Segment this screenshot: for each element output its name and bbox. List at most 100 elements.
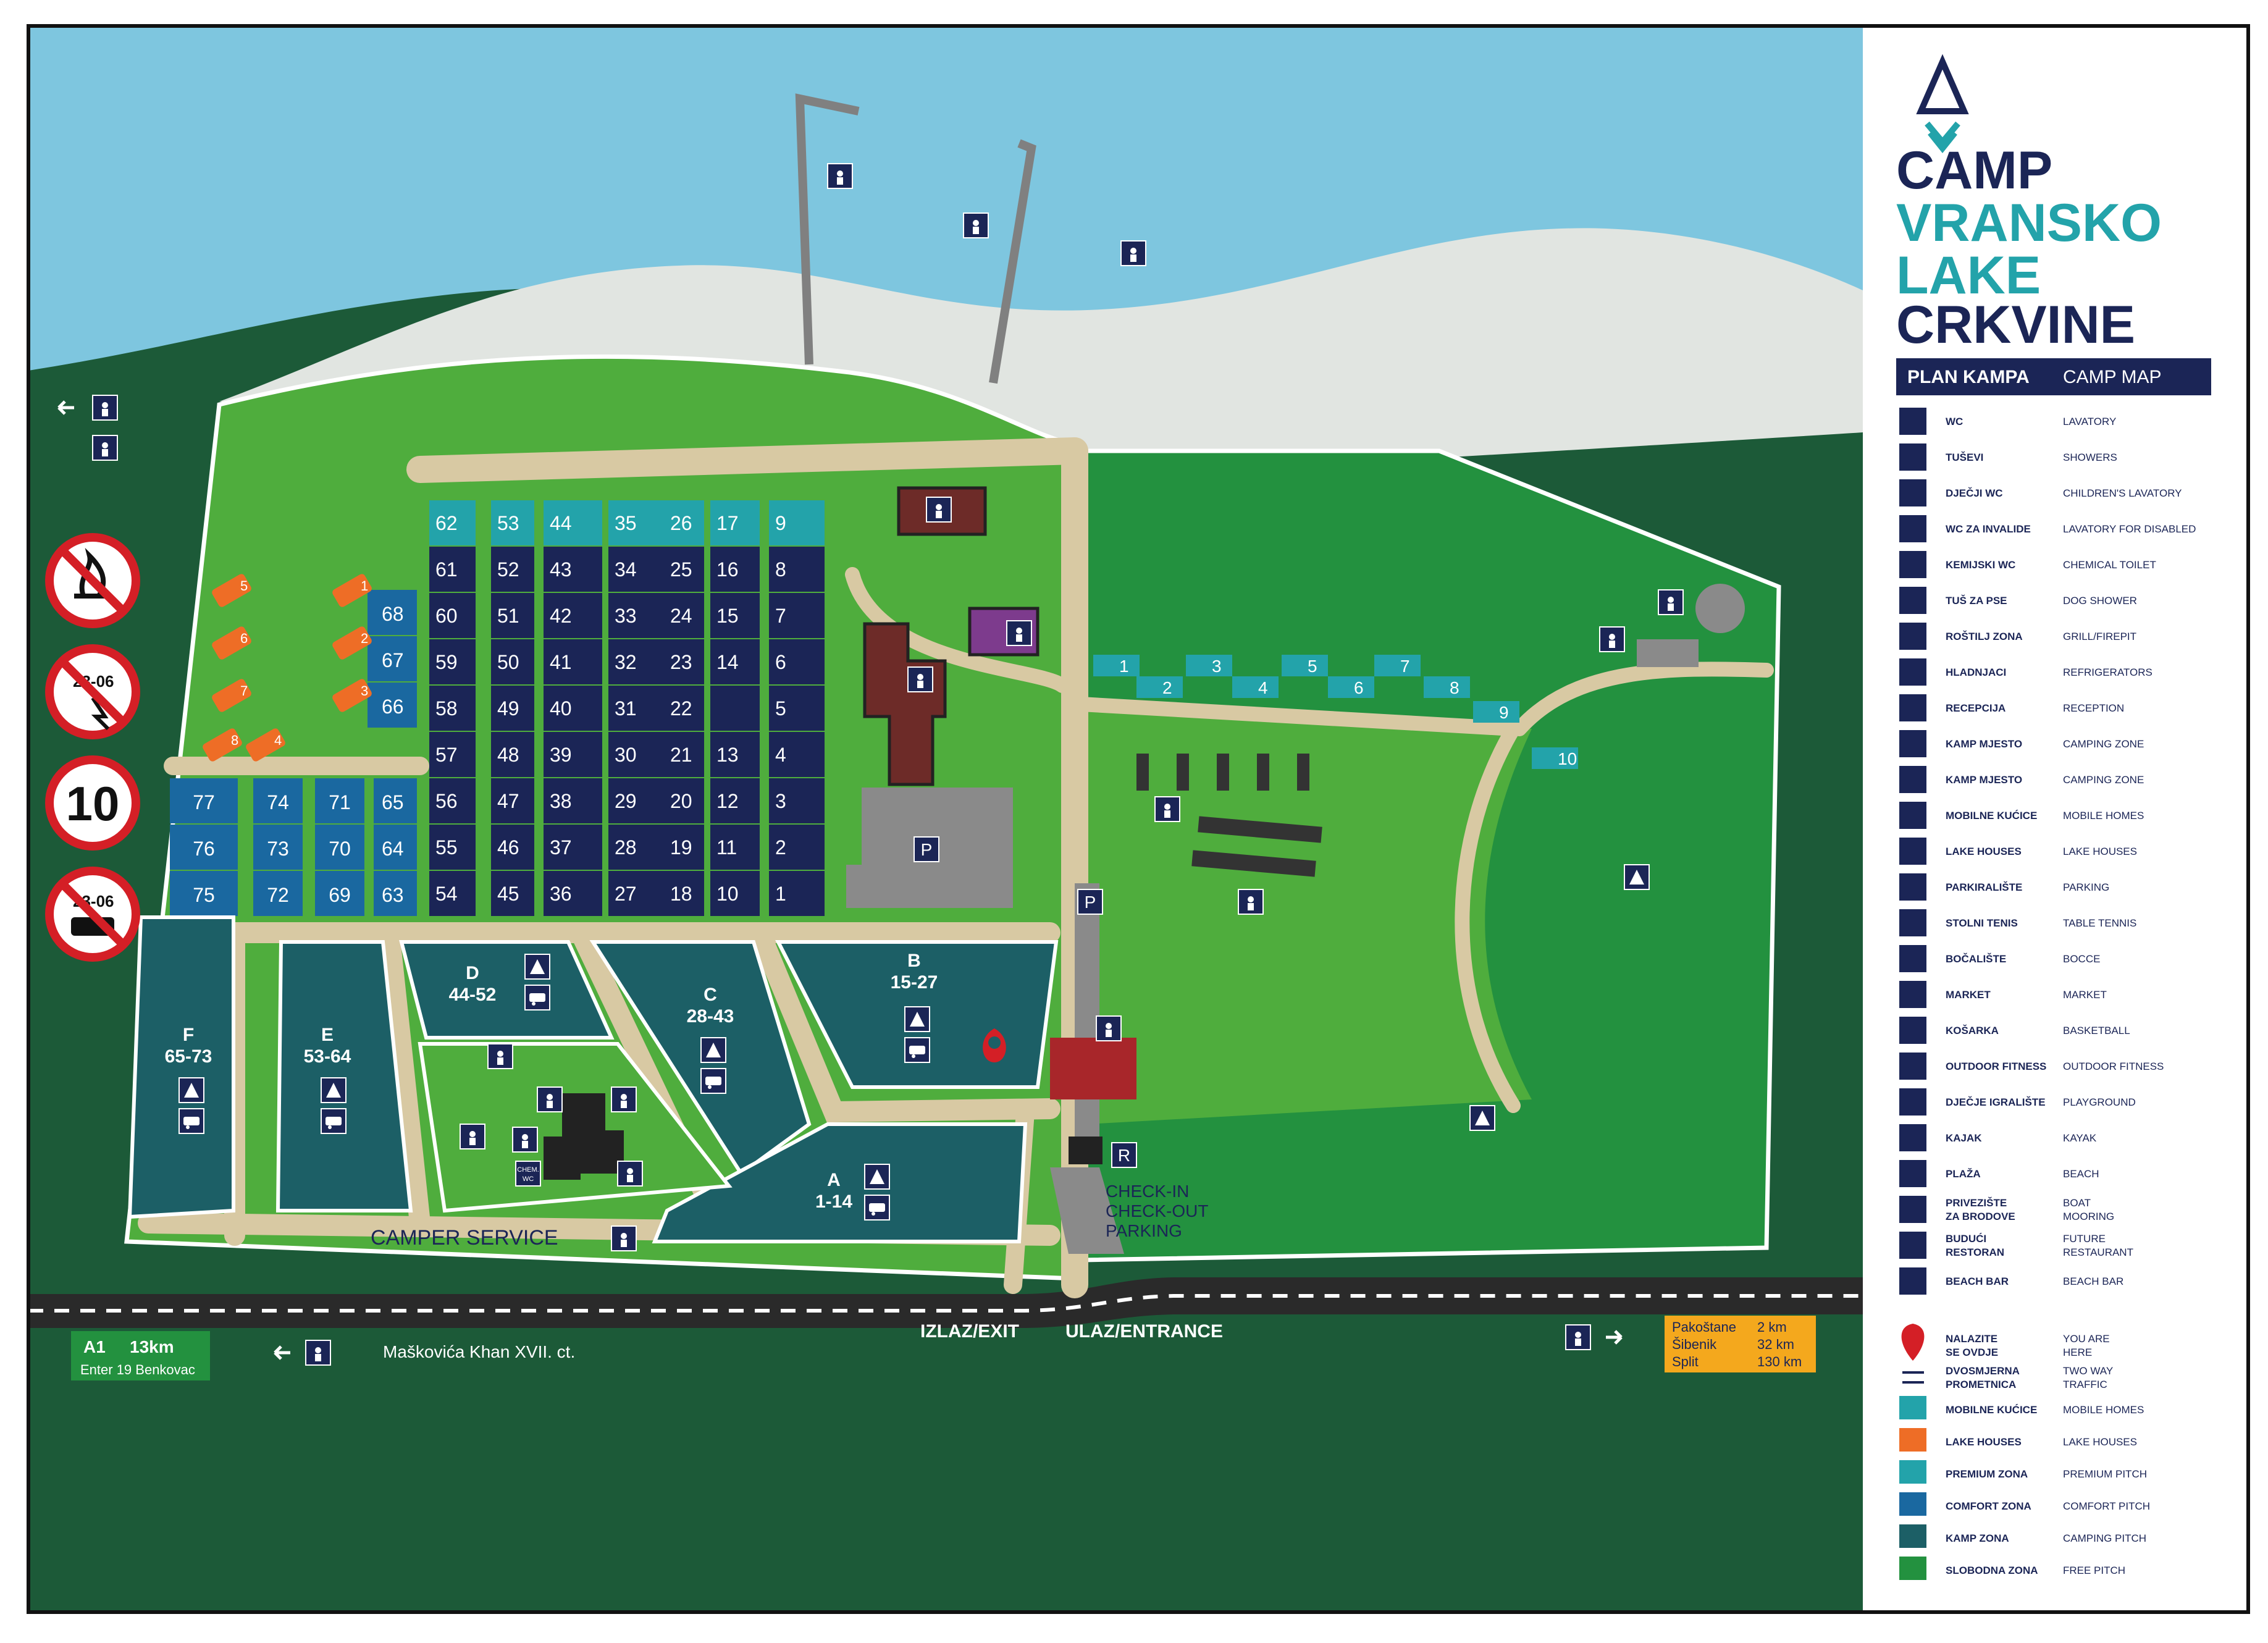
mobile-home[interactable]: 8	[1424, 676, 1470, 698]
pitch[interactable]: 41	[544, 639, 602, 684]
pitch[interactable]: 18	[664, 871, 704, 916]
parking-icon[interactable]: P	[1077, 889, 1103, 915]
pitch[interactable]: 55	[429, 825, 476, 870]
chem-wc-icon[interactable]: CHEM.WC	[515, 1161, 541, 1187]
comfort-pitch[interactable]: 73	[253, 825, 303, 870]
pitch[interactable]: 29	[608, 778, 664, 823]
fitness-icon[interactable]	[1599, 626, 1625, 652]
restaurant-icon[interactable]	[907, 666, 933, 692]
pitch[interactable]: 25	[664, 547, 704, 592]
mobile-home[interactable]: 9	[1473, 701, 1519, 723]
pitch[interactable]: 22	[664, 686, 704, 731]
pitch[interactable]: 50	[491, 639, 534, 684]
comfort-pitch[interactable]: 67	[368, 636, 417, 681]
pitch[interactable]	[710, 686, 760, 731]
pitch[interactable]: 7	[769, 593, 825, 638]
caravan-icon[interactable]	[178, 1108, 204, 1134]
market-icon[interactable]	[1096, 1015, 1122, 1041]
comfort-pitch[interactable]: 68	[368, 590, 417, 635]
tent-icon[interactable]	[904, 1006, 930, 1032]
pitch[interactable]: 30	[608, 732, 664, 777]
beach-icon[interactable]	[1565, 1324, 1591, 1350]
caravan-icon[interactable]	[524, 985, 550, 1011]
caravan-icon[interactable]	[864, 1195, 890, 1221]
pitch[interactable]: 52	[491, 547, 534, 592]
pitch[interactable]: 57	[429, 732, 476, 777]
pitch[interactable]: 54	[429, 871, 476, 916]
pitch[interactable]: 36	[544, 871, 602, 916]
pitch[interactable]: 10	[710, 871, 760, 916]
tent-icon[interactable]	[321, 1077, 346, 1103]
comfort-pitch[interactable]: 71	[315, 778, 364, 823]
pitch[interactable]: 51	[491, 593, 534, 638]
caravan-icon[interactable]	[700, 1068, 726, 1094]
pitch[interactable]: 32	[608, 639, 664, 684]
pitch[interactable]: 5	[769, 686, 825, 731]
children-wc-icon[interactable]	[537, 1086, 563, 1112]
comfort-pitch[interactable]: 65	[374, 778, 417, 823]
pitch[interactable]: 23	[664, 639, 704, 684]
mobile-home[interactable]: 3	[1186, 655, 1232, 676]
pitch[interactable]: 44	[544, 500, 602, 545]
mobile-home[interactable]: 1	[1093, 655, 1140, 676]
tent-icon[interactable]	[524, 954, 550, 980]
comfort-pitch[interactable]: 69	[315, 871, 364, 916]
pitch[interactable]: 26	[664, 500, 704, 545]
grill-icon[interactable]	[460, 1124, 485, 1149]
pitch[interactable]: 8	[769, 547, 825, 592]
bocce-icon[interactable]	[1238, 889, 1264, 915]
pitch[interactable]: 33	[608, 593, 664, 638]
mobile-home[interactable]: 7	[1374, 655, 1421, 676]
lake-house[interactable]: 8	[201, 727, 243, 763]
lake-house[interactable]: 3	[331, 678, 373, 713]
lake-house[interactable]: 1	[331, 573, 373, 608]
pitch[interactable]: 47	[491, 778, 534, 823]
pitch[interactable]: 4	[769, 732, 825, 777]
pitch[interactable]: 62	[429, 500, 476, 545]
comfort-pitch[interactable]: 75	[170, 871, 238, 916]
pitch[interactable]: 2	[769, 825, 825, 870]
mobile-home[interactable]: 4	[1232, 676, 1279, 698]
pitch[interactable]: 1	[769, 871, 825, 916]
pitch[interactable]: 56	[429, 778, 476, 823]
pitch[interactable]: 49	[491, 686, 534, 731]
comfort-pitch[interactable]: 74	[253, 778, 303, 823]
comfort-pitch[interactable]: 66	[368, 683, 417, 728]
beach-icon[interactable]	[1120, 240, 1146, 266]
bike-icon[interactable]	[305, 1340, 331, 1366]
tent-icon[interactable]	[178, 1077, 204, 1103]
pitch[interactable]: 48	[491, 732, 534, 777]
comfort-pitch[interactable]: 72	[253, 871, 303, 916]
pitch[interactable]: 42	[544, 593, 602, 638]
caravan-icon[interactable]	[904, 1037, 930, 1063]
pitch[interactable]: 39	[544, 732, 602, 777]
pitch[interactable]: 21	[664, 732, 704, 777]
pitch[interactable]: 15	[710, 593, 760, 638]
lake-house[interactable]: 4	[245, 727, 287, 763]
lake-house[interactable]: 5	[211, 573, 253, 608]
tent-icon[interactable]	[1624, 864, 1650, 890]
shower-icon[interactable]	[611, 1086, 637, 1112]
playground-icon[interactable]	[1006, 620, 1032, 646]
tent-icon[interactable]	[864, 1164, 890, 1190]
comfort-pitch[interactable]: 76	[170, 825, 238, 870]
parking-icon[interactable]: P	[914, 836, 939, 862]
comfort-pitch[interactable]: 64	[374, 825, 417, 870]
pitch[interactable]: 17	[710, 500, 760, 545]
pitch[interactable]: 58	[429, 686, 476, 731]
pitch[interactable]: 43	[544, 547, 602, 592]
comfort-pitch[interactable]: 70	[315, 825, 364, 870]
pitch[interactable]: 9	[769, 500, 825, 545]
tent-icon[interactable]	[700, 1037, 726, 1063]
table-tennis-icon[interactable]	[1154, 796, 1180, 822]
pitch[interactable]: 61	[429, 547, 476, 592]
pitch[interactable]: 12	[710, 778, 760, 823]
pitch[interactable]: 31	[608, 686, 664, 731]
comfort-pitch[interactable]: 63	[374, 871, 417, 916]
pitch[interactable]: 40	[544, 686, 602, 731]
tent-icon[interactable]	[1469, 1105, 1495, 1131]
pitch[interactable]: 3	[769, 778, 825, 823]
pitch[interactable]: 28	[608, 825, 664, 870]
pitch[interactable]: 45	[491, 871, 534, 916]
basketball-icon[interactable]	[1658, 589, 1684, 615]
